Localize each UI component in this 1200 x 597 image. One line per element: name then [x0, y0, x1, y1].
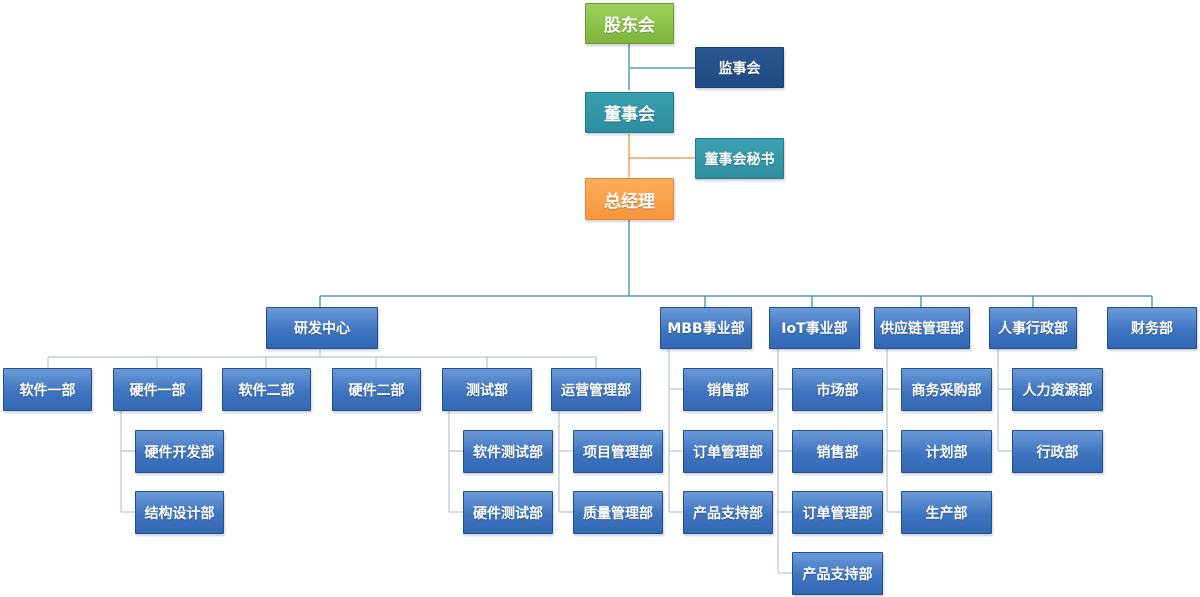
board-box: 董事会 — [585, 92, 674, 133]
dept-rd-center: 研发中心 — [266, 307, 378, 349]
iot-product-support: 产品支持部 — [792, 552, 883, 595]
dept-testing: 测试部 — [442, 368, 532, 411]
dept-project-management: 项目管理部 — [573, 430, 663, 473]
mbb-product-support: 产品支持部 — [683, 491, 773, 534]
shareholders-box: 股东会 — [585, 3, 674, 44]
board-secretary-box: 董事会秘书 — [695, 138, 784, 179]
connector-iot-children — [777, 349, 792, 574]
dept-software-2: 软件二部 — [222, 368, 311, 411]
dept-hardware-1: 硬件一部 — [113, 368, 202, 411]
dept-hardware-development: 硬件开发部 — [135, 430, 224, 473]
dept-hardware-testing: 硬件测试部 — [463, 491, 553, 534]
iot-sales: 销售部 — [792, 430, 883, 473]
supervisors-box: 监事会 — [695, 47, 784, 88]
dept-quality-management: 质量管理部 — [573, 491, 663, 534]
connector-hw1-children — [120, 411, 135, 513]
dept-hr-admin: 人事行政部 — [989, 307, 1077, 349]
supply-production: 生产部 — [901, 491, 992, 534]
dept-supply-chain: 供应链管理部 — [874, 307, 970, 349]
mbb-sales: 销售部 — [683, 368, 773, 411]
dept-structural-design: 结构设计部 — [135, 491, 224, 534]
iot-order-management: 订单管理部 — [792, 491, 883, 534]
connector-test-children — [448, 411, 463, 513]
connector-gm-departments — [319, 220, 1153, 307]
dept-hardware-2: 硬件二部 — [332, 368, 421, 411]
dept-mbb: MBB事业部 — [660, 307, 752, 349]
mbb-order-management: 订单管理部 — [683, 430, 773, 473]
dept-software-1: 软件一部 — [3, 368, 92, 411]
connector-ops-children — [558, 411, 573, 513]
connector-hr-children — [997, 349, 1012, 452]
connector-mbb-children — [668, 349, 683, 513]
iot-marketing: 市场部 — [792, 368, 883, 411]
dept-software-testing: 软件测试部 — [463, 430, 553, 473]
supply-planning: 计划部 — [901, 430, 992, 473]
dept-iot: IoT事业部 — [769, 307, 860, 349]
hr-human-resources: 人力资源部 — [1012, 368, 1103, 411]
hr-administration: 行政部 — [1012, 430, 1103, 473]
dept-operations: 运营管理部 — [551, 368, 641, 411]
connector-rd-children — [47, 349, 597, 368]
dept-finance: 财务部 — [1107, 307, 1197, 349]
supply-procurement: 商务采购部 — [901, 368, 992, 411]
general-manager-box: 总经理 — [585, 178, 674, 220]
connector-supply-children — [886, 349, 901, 513]
